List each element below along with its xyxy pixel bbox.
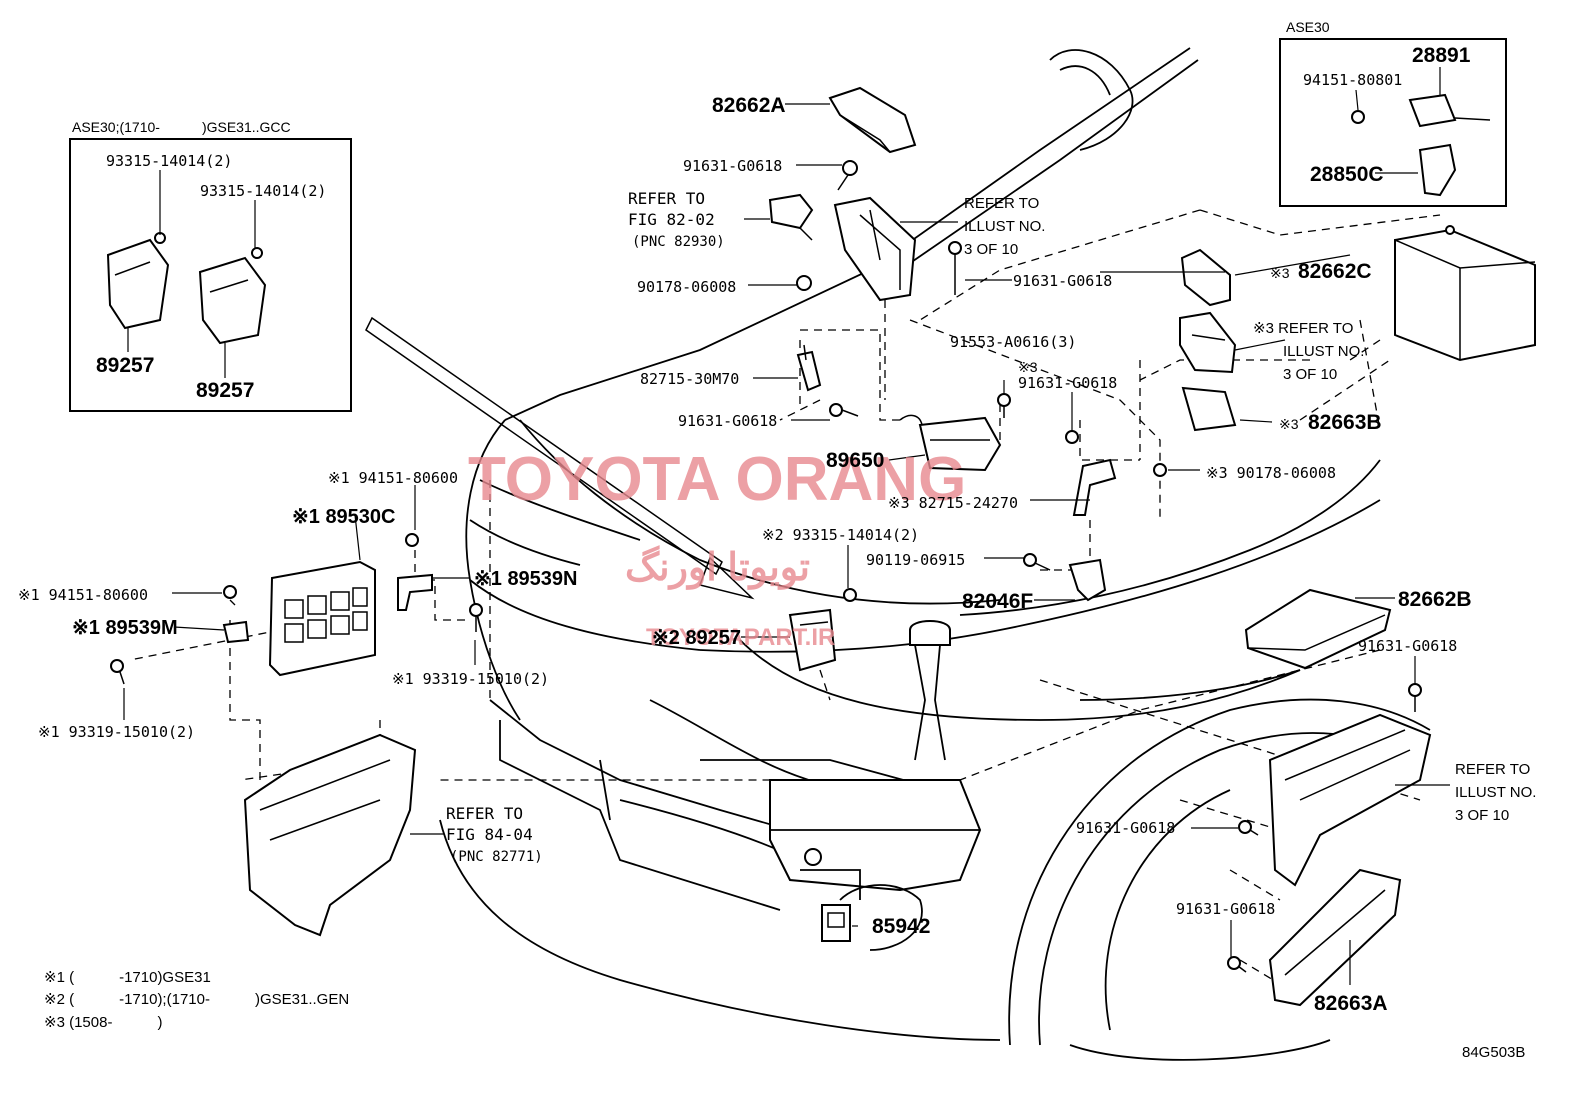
label-85942: 85942 (872, 915, 930, 938)
inset-left-labels: ASE30;(1710- )GSE31..GCC 93315-14014(2) … (72, 119, 326, 402)
label-91631-lowest: 91631-G0618 (1176, 900, 1275, 918)
label-28850C: 28850C (1310, 163, 1384, 186)
label-refer-illust-right-a: REFER TO (1455, 761, 1530, 778)
label-93315-x2: ※2 93315-14014(2) (762, 526, 919, 544)
label-93315-b: 93315-14014(2) (200, 182, 326, 200)
label-89257-b: 89257 (196, 379, 254, 402)
assembly-guide-lines (129, 209, 1441, 991)
label-91631-mid: 91631-G0618 (1013, 272, 1112, 290)
label-refer-illust-mid-c: 3 OF 10 (1283, 366, 1337, 383)
part-82715-24270-bracket (1072, 458, 1117, 516)
label-91631-mid2: 91631-G0618 (678, 412, 777, 430)
watermark-site: TOYOTAPART.IR (646, 624, 835, 651)
leader-lines (123, 67, 1450, 985)
part-89539N-bracket (397, 573, 433, 611)
label-91553: 91553-A0616(3) (950, 333, 1076, 351)
part-89530C-ecu (268, 560, 376, 677)
label-refer-illust-top-a: REFER TO (964, 195, 1039, 212)
watermark: TOYOTA ORANG تویوتا اورنگ TOYOTAPART.IR (468, 445, 966, 651)
footnotes: ※1 ( -1710)GSE31 ※2 ( -1710);(1710- )GSE… (44, 969, 349, 1031)
label-refer-illust-top-c: 3 OF 10 (964, 241, 1018, 258)
label-93319-mid: ※1 93319-15010(2) (392, 670, 549, 688)
label-91631-top: 91631-G0618 (683, 157, 782, 175)
label-refer-fig-8202-b: FIG 82-02 (628, 210, 715, 229)
part-82662B-cover (1244, 588, 1392, 670)
label-94151-80801: 94151-80801 (1303, 71, 1402, 89)
label-89257-a: 89257 (96, 354, 154, 377)
label-refer-illust-right-b: ILLUST NO. (1455, 784, 1536, 801)
label-91631-x3: 91631-G0618 (1018, 374, 1117, 392)
label-89539N: ※1 89539N (474, 568, 578, 590)
part-relay-82930 (768, 193, 814, 241)
label-89650: 89650 (826, 449, 884, 472)
label-90178-x3: ※3 90178-06008 (1206, 464, 1336, 482)
inset-left-parts (106, 232, 267, 345)
part-82046F-bracket (1068, 558, 1107, 602)
inset-right-labels: ASE30 28891 94151-80801 28850C (1286, 19, 1471, 186)
part-82663B-box (1181, 386, 1237, 432)
label-refer-illust-top-b: ILLUST NO. (964, 218, 1045, 235)
part-main-bracket (833, 196, 917, 302)
label-82663A: 82663A (1314, 992, 1388, 1015)
footnote-1: ※1 ( -1710)GSE31 (44, 969, 211, 986)
label-82662C-mark: ※3 (1270, 265, 1290, 281)
label-90119: 90119-06915 (866, 551, 965, 569)
part-85942-relay (821, 904, 851, 942)
part-89257-center (788, 608, 837, 672)
part-82662C-cover (1180, 248, 1231, 307)
label-94151-80600-left: ※1 94151-80600 (18, 586, 148, 604)
label-91631-lower: 91631-G0618 (1076, 819, 1175, 837)
label-90178-top: 90178-06008 (637, 278, 736, 296)
label-93319-left: ※1 93319-15010(2) (38, 723, 195, 741)
inset-left-title: ASE30;(1710- )GSE31..GCC (72, 119, 291, 135)
inset-right-parts (1351, 93, 1536, 362)
label-82663B-mark: ※3 (1279, 416, 1299, 432)
label-89257-x2: ※2 89257 (652, 627, 741, 649)
watermark-persian: تویوتا اورنگ (625, 545, 810, 590)
label-89530C: ※1 89530C (292, 506, 396, 528)
label-82046F: 82046F (962, 590, 1033, 613)
pointer-arrow (365, 316, 755, 600)
label-82662B: 82662B (1398, 588, 1472, 611)
part-89650-sensor (899, 414, 1002, 472)
label-94151-80600-top: ※1 94151-80600 (328, 469, 458, 487)
label-refer-illust-mid-a: ※3 REFER TO (1253, 320, 1353, 337)
label-93315-a: 93315-14014(2) (106, 152, 232, 170)
part-fuse-box-lower (1268, 713, 1432, 887)
label-82662C: 82662C (1298, 260, 1372, 283)
part-82715-30M70-bracket (796, 344, 822, 392)
label-refer-fig-8404-b: FIG 84-04 (446, 825, 533, 844)
part-82663A-lower (1268, 868, 1402, 1007)
label-82715-30M70: 82715-30M70 (640, 370, 739, 388)
inset-right-frame (1279, 38, 1507, 207)
label-91631-right: 91631-G0618 (1358, 637, 1457, 655)
label-82663B: 82663B (1308, 411, 1382, 434)
part-fuse-block-mid (1179, 311, 1237, 374)
part-89539M-bracket (222, 620, 250, 644)
inset-left-frame (69, 138, 352, 412)
label-82715-24270: ※3 82715-24270 (888, 494, 1018, 512)
watermark-latin: TOYOTA ORANG (468, 445, 966, 514)
inset-right-title: ASE30 (1286, 19, 1330, 35)
label-82662A: 82662A (712, 94, 786, 117)
drawing-id: 84G503B (1462, 1044, 1525, 1061)
label-refer-illust-right-c: 3 OF 10 (1455, 807, 1509, 824)
label-refer-illust-mid-b: ILLUST NO. (1283, 343, 1364, 360)
part-82662A-cover (828, 86, 917, 154)
label-refer-fig-8404-c: (PNC 82771) (450, 849, 543, 865)
part-ecu-case-82771 (243, 733, 417, 937)
main-labels: 82662A 91631-G0618 REFER TO FIG 82-02 (P… (18, 94, 1536, 1015)
footnote-3: ※3 (1508- ) (44, 1014, 162, 1031)
label-89539M: ※1 89539M (72, 617, 178, 639)
footnote-2: ※2 ( -1710);(1710- )GSE31..GEN (44, 991, 349, 1008)
label-refer-fig-8202-a: REFER TO (628, 189, 705, 208)
label-28891: 28891 (1412, 44, 1471, 67)
label-refer-fig-8404-a: REFER TO (446, 804, 523, 823)
label-refer-fig-8202-c: (PNC 82930) (632, 234, 725, 250)
label-91631-x3-mark: ※3 (1018, 359, 1038, 375)
